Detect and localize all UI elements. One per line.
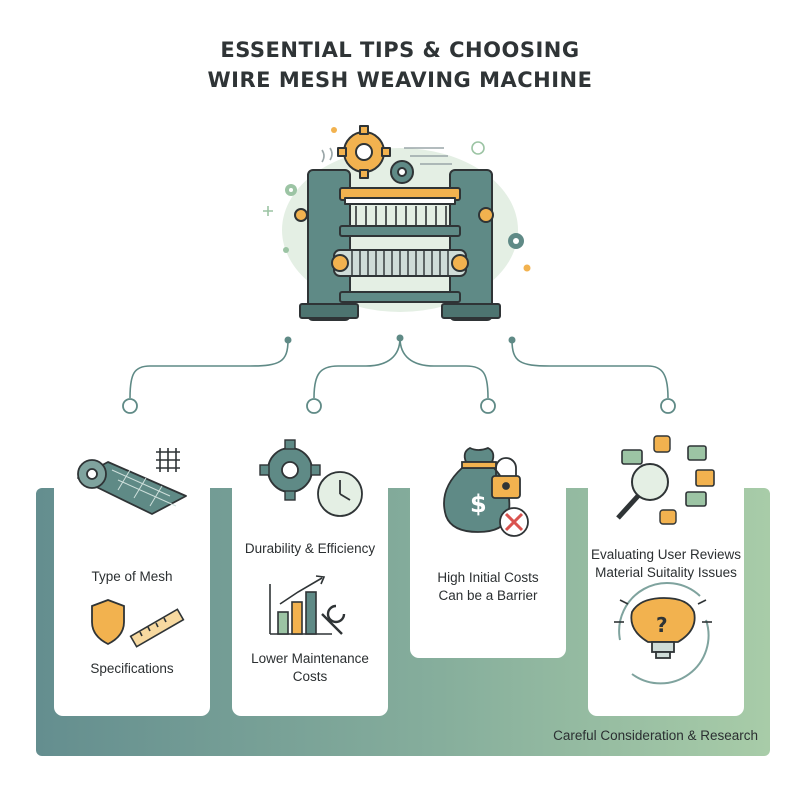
wrench-icon <box>321 604 346 635</box>
grid-icon <box>156 448 180 472</box>
connector-lines <box>129 337 669 399</box>
card-2-label-bottom-line-1: Lower Maintenance <box>251 651 369 666</box>
ruler-icon <box>129 608 185 648</box>
card-1-label-bottom: Specifications <box>90 661 174 676</box>
cycle-arrows-icon <box>618 582 710 685</box>
card-4-label-line-2: Material Suitality Issues <box>595 565 737 580</box>
motion-lines <box>321 147 452 165</box>
weaving-machine-icon <box>294 125 501 321</box>
deco-dot <box>283 247 289 253</box>
deco-dot <box>523 264 531 272</box>
lock-icon <box>491 457 521 499</box>
lightbulb-icon <box>630 597 696 659</box>
dollar-sign-icon: $ <box>470 490 487 518</box>
footer-caption: Careful Consideration & Research <box>553 728 758 743</box>
card-2-label-top: Durability & Efficiency <box>244 541 376 556</box>
card-3-label-line-2: Can be a Barrier <box>438 588 538 603</box>
card-1-label-top: Type of Mesh <box>91 569 173 584</box>
card-4-label-line-1: Evaluating User Reviews <box>590 547 742 562</box>
speech-bubble-icon <box>621 445 715 507</box>
rays <box>614 599 712 623</box>
connector-end-rings <box>122 398 676 414</box>
title-line-1: ESSENTIAL TIPS & CHOOSING <box>220 38 580 62</box>
deco-ring <box>471 141 485 155</box>
connector-dots <box>284 334 516 344</box>
card-3-label-line-1: High Initial Costs <box>437 570 539 585</box>
background-band <box>36 488 770 756</box>
shield-icon <box>91 599 125 646</box>
mesh-roll-icon <box>77 459 187 515</box>
gear-teeth <box>259 439 321 501</box>
card-1 <box>54 440 210 716</box>
sparkle-icon <box>263 206 273 216</box>
deco-dot <box>331 127 337 133</box>
clock-icon <box>317 471 363 517</box>
thumbs-up-icon <box>653 435 677 525</box>
card-2-label-bottom-line-2: Costs <box>292 669 328 684</box>
magnifier-icon <box>616 463 669 520</box>
question-mark-icon: ? <box>656 613 668 637</box>
bar-chart-icon <box>269 575 332 635</box>
gear-icon <box>267 447 313 493</box>
title-line-2: WIRE MESH WEAVING MACHINE <box>207 68 593 92</box>
cross-icon <box>499 507 529 537</box>
